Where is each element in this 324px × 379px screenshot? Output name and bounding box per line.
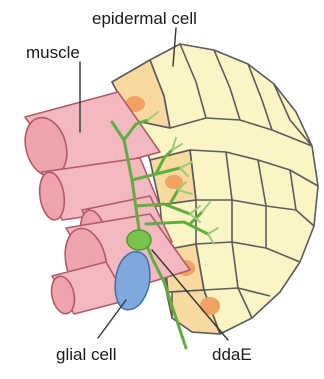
label-ddaE: ddaE <box>212 345 252 364</box>
nucleus <box>200 297 220 315</box>
label-epidermal-cell: epidermal cell <box>92 9 197 28</box>
label-muscle: muscle <box>26 43 80 62</box>
label-glial-cell: glial cell <box>56 345 116 364</box>
ddaE-soma <box>127 230 151 250</box>
